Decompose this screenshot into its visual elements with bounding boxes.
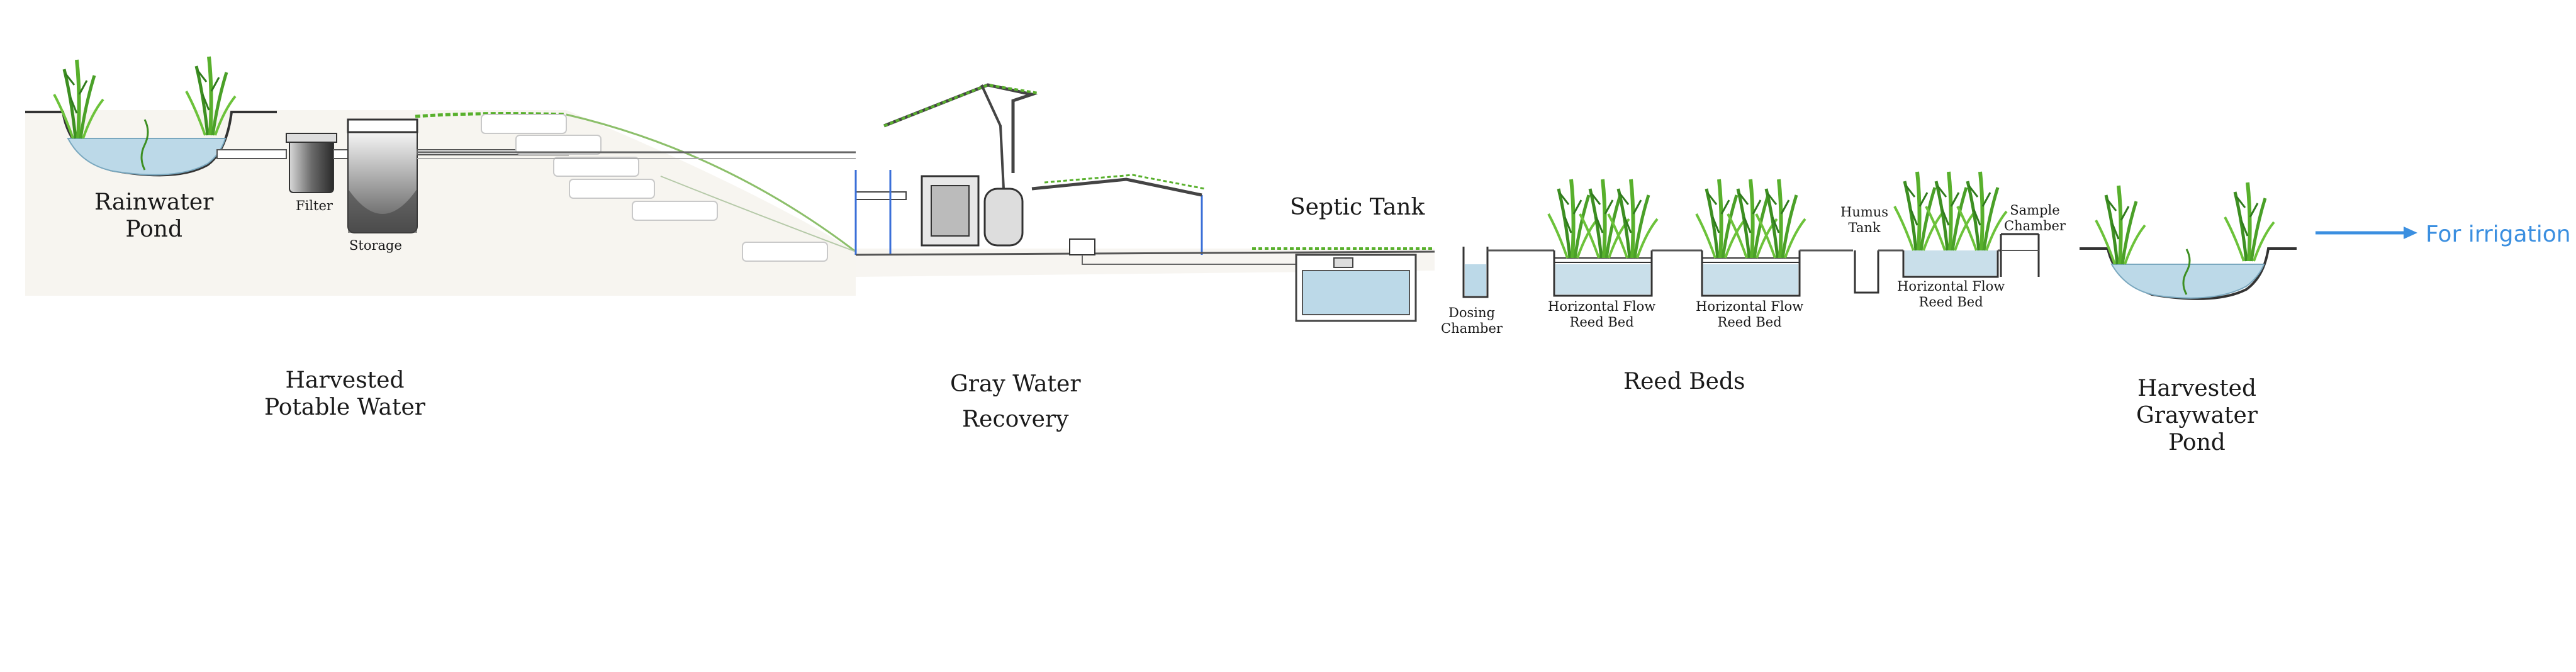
rainwater-pond-graphic: [25, 57, 287, 177]
sample-chamber-graphic: [2000, 233, 2040, 277]
dosing-chamber-graphic: [1462, 247, 1554, 298]
septic-tank-graphic: [1252, 247, 1435, 322]
filter-label: Filter: [296, 198, 333, 213]
reed-bed-3-graphic: [1895, 172, 2007, 278]
reed-bed-2-graphic: [1696, 179, 1853, 297]
reed-bed-1-graphic: [1548, 179, 1702, 297]
humus-tank-graphic: [1854, 249, 1903, 294]
for-irrigation-label: For irrigation: [2426, 221, 2571, 247]
filter-graphic: [286, 133, 350, 193]
reed-beds-label: Reed Beds: [1623, 369, 1745, 395]
retaining-wall-graphic: [415, 112, 856, 262]
gray-water-building-graphic: [854, 83, 1435, 265]
septic-tank-label: Septic Tank: [1290, 194, 1425, 220]
irrigation-arrow: [2316, 227, 2417, 239]
graywater-pond-graphic: [2080, 182, 2297, 300]
storage-label: Storage: [349, 238, 402, 253]
